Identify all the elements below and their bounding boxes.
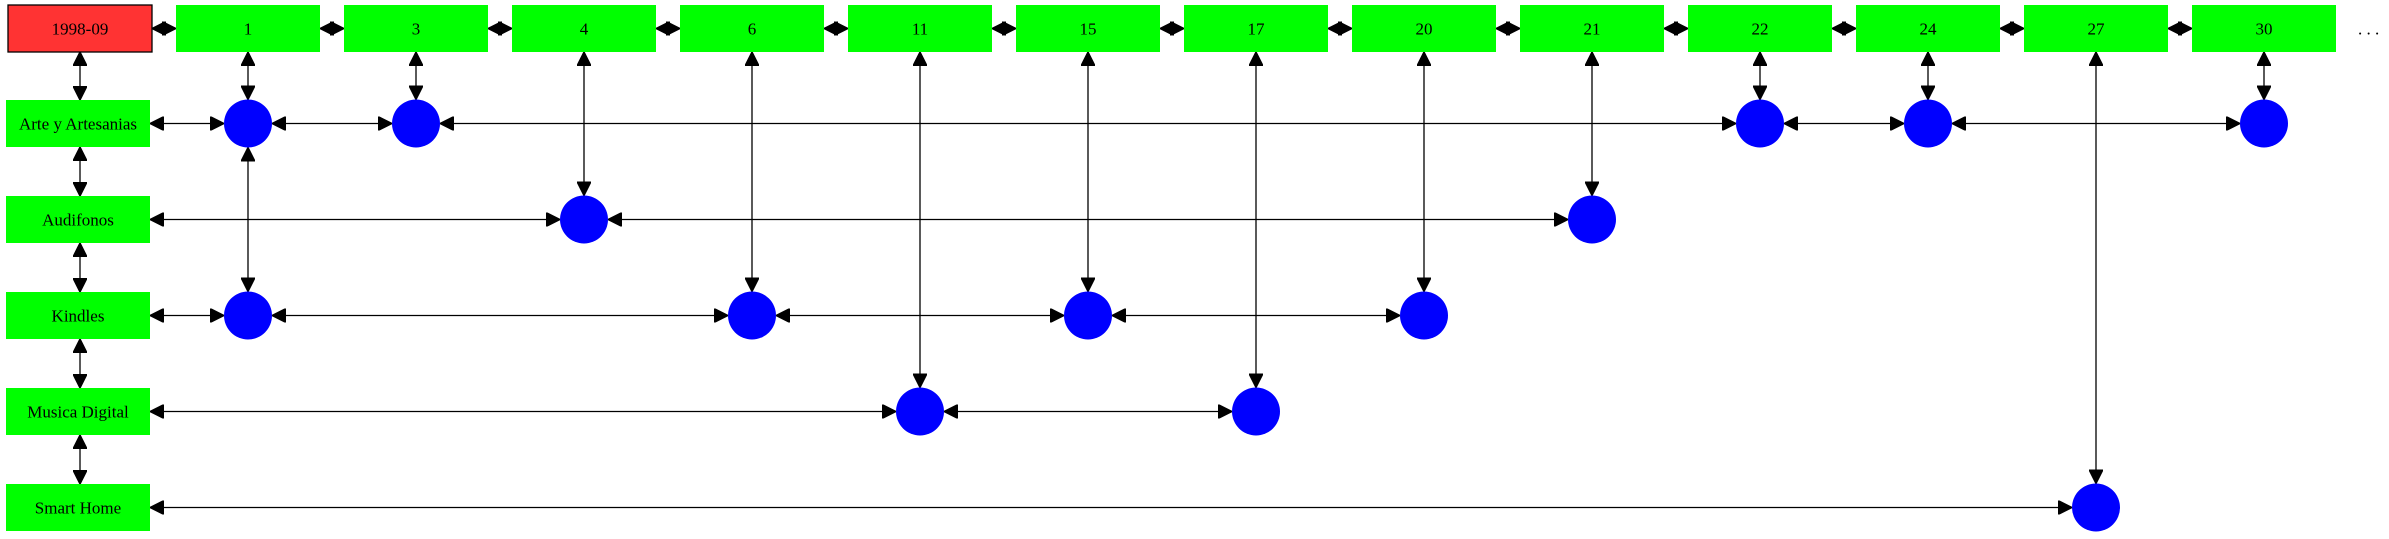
node-r2-c15 [1064, 291, 1112, 340]
column-box-24: 24 [1856, 5, 2000, 52]
row-box-2-label: Kindles [52, 307, 105, 326]
column-box-6: 6 [680, 5, 824, 52]
column-box-4: 4 [512, 5, 656, 52]
column-box-22: 22 [1688, 5, 1832, 52]
edges [80, 29, 2264, 508]
row-box-1: Audifonos [6, 196, 150, 243]
header-box-period-box [7, 4, 153, 53]
column-box-27-label: 27 [2088, 20, 2106, 39]
column-box-20-box [1352, 5, 1496, 52]
column-box-6-label: 6 [748, 20, 757, 39]
row-box-4: Smart Home [6, 484, 150, 531]
column-box-15-label: 15 [1080, 20, 1097, 39]
node-r3-c11 [896, 387, 944, 436]
node-r2-c1 [224, 291, 272, 340]
column-box-27-box [2024, 5, 2168, 52]
row-box-4-label: Smart Home [35, 499, 121, 518]
column-box-11-box [848, 5, 992, 52]
row-box-3: Musica Digital [6, 388, 150, 435]
row-box-0-box [6, 100, 150, 147]
column-box-27: 27 [2024, 5, 2168, 52]
column-box-3-box [344, 5, 488, 52]
column-box-17-label: 17 [1248, 20, 1266, 39]
column-box-21-box [1520, 5, 1664, 52]
header-box-period: 1998-09 [7, 4, 153, 53]
row-box-4-box [6, 484, 150, 531]
column-box-17-box [1184, 5, 1328, 52]
row-box-3-label: Musica Digital [27, 403, 129, 422]
node-r0-c1 [224, 99, 272, 148]
column-box-20-label: 20 [1416, 20, 1433, 39]
column-box-3: 3 [344, 5, 488, 52]
row-box-1-label: Audifonos [42, 211, 114, 230]
node-r0-c30 [2240, 99, 2288, 148]
node-r4-c27 [2072, 483, 2120, 532]
column-box-21: 21 [1520, 5, 1664, 52]
column-box-4-box [512, 5, 656, 52]
column-box-1-label: 1 [244, 20, 253, 39]
column-box-15-box [1016, 5, 1160, 52]
node-r0-c3 [392, 99, 440, 148]
node-r0-c22 [1736, 99, 1784, 148]
row-box-2: Kindles [6, 292, 150, 339]
header-box-period-label: 1998-09 [52, 20, 109, 39]
column-box-6-box [680, 5, 824, 52]
row-box-2-box [6, 292, 150, 339]
column-box-3-label: 3 [412, 20, 421, 39]
ellipsis-marker: . . . [2358, 20, 2379, 39]
column-box-30-label: 30 [2256, 20, 2273, 39]
column-box-17: 17 [1184, 5, 1328, 52]
node-r2-c6 [728, 291, 776, 340]
node-r1-c4 [560, 195, 608, 244]
row-box-0: Arte y Artesanias [6, 100, 150, 147]
row-box-3-box [6, 388, 150, 435]
column-box-4-label: 4 [580, 20, 589, 39]
node-r0-c24 [1904, 99, 1952, 148]
column-box-1-box [176, 5, 320, 52]
column-box-24-label: 24 [1920, 20, 1938, 39]
row-box-0-label: Arte y Artesanias [19, 115, 137, 134]
column-box-21-label: 21 [1584, 20, 1601, 39]
node-r3-c17 [1232, 387, 1280, 436]
column-box-22-box [1688, 5, 1832, 52]
column-box-24-box [1856, 5, 2000, 52]
node-r2-c20 [1400, 291, 1448, 340]
column-box-22-label: 22 [1752, 20, 1769, 39]
column-box-11-label: 11 [912, 20, 928, 39]
column-box-30-box [2192, 5, 2336, 52]
node-r1-c21 [1568, 195, 1616, 244]
column-box-30: 30 [2192, 5, 2336, 52]
column-box-1: 1 [176, 5, 320, 52]
column-box-11: 11 [848, 5, 992, 52]
row-box-1-box [6, 196, 150, 243]
column-box-15: 15 [1016, 5, 1160, 52]
column-box-20: 20 [1352, 5, 1496, 52]
